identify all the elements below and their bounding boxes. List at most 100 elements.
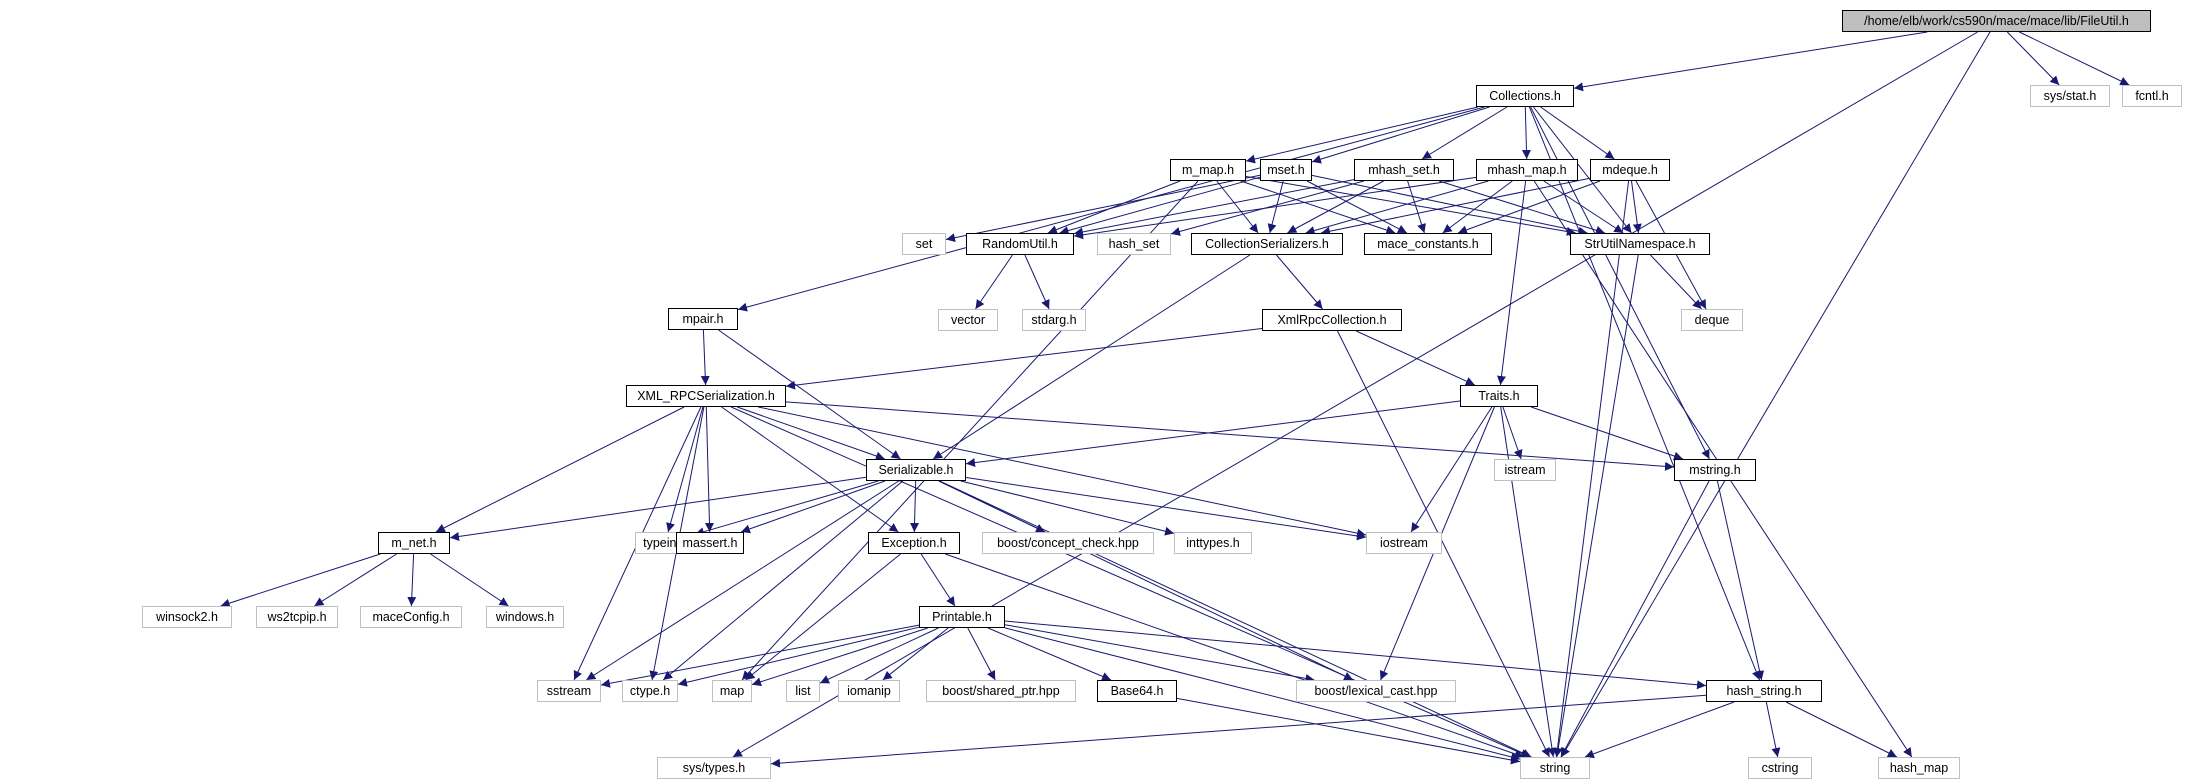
- node-windows: windows.h: [486, 606, 564, 628]
- edge-collections-to-mdeque: [1540, 106, 1615, 160]
- edge-m_map-to-randomutil: [1047, 180, 1181, 234]
- node-base64[interactable]: Base64.h: [1097, 680, 1177, 702]
- edge-hash_string-to-hash_map: [1785, 701, 1898, 758]
- edge-serializable-to-inttypes: [960, 480, 1175, 536]
- node-fcntl: fcntl.h: [2122, 85, 2182, 107]
- edge-mset-to-randomutil: [1059, 176, 1261, 235]
- node-sstream: sstream: [537, 680, 601, 702]
- node-m-net[interactable]: m_net.h: [378, 532, 450, 554]
- edge-m_map-to-mace_const: [1240, 180, 1396, 235]
- edge-printable-to-string: [1004, 627, 1521, 762]
- node-root[interactable]: /home/elb/work/cs590n/mace/mace/lib/File…: [1842, 10, 2151, 32]
- node-xmlrpcser[interactable]: XML_RPCSerialization.h: [626, 385, 786, 407]
- node-cstring: cstring: [1748, 757, 1812, 779]
- edge-xmlrpcser-to-massert: [704, 406, 714, 533]
- node-stdarg: stdarg.h: [1022, 309, 1086, 331]
- edge-xmlrpcser-to-mstring: [785, 401, 1675, 471]
- node-list: list: [786, 680, 820, 702]
- node-deque: deque: [1681, 309, 1743, 331]
- edge-mhash_set-to-collser: [1287, 180, 1384, 234]
- node-mstring[interactable]: mstring.h: [1674, 459, 1756, 481]
- node-m-map[interactable]: m_map.h: [1170, 159, 1246, 181]
- node-hash-string[interactable]: hash_string.h: [1706, 680, 1822, 702]
- edge-collections-to-strutilns: [1533, 106, 1632, 234]
- node-vector: vector: [938, 309, 998, 331]
- node-set: set: [902, 233, 946, 255]
- node-map: map: [712, 680, 752, 702]
- node-collser[interactable]: CollectionSerializers.h: [1191, 233, 1343, 255]
- node-istream: istream: [1494, 459, 1556, 481]
- node-collections[interactable]: Collections.h: [1476, 85, 1574, 107]
- edge-xmlrpcser-to-iostream: [758, 406, 1367, 538]
- edge-m_net-to-maceconfig: [407, 553, 417, 607]
- node-exception[interactable]: Exception.h: [868, 532, 960, 554]
- node-mdeque[interactable]: mdeque.h: [1590, 159, 1670, 181]
- node-ctype: ctype.h: [622, 680, 678, 702]
- node-iomanip: iomanip: [838, 680, 900, 702]
- edge-xmlrpccoll-to-string: [1337, 330, 1550, 758]
- edge-mset-to-mace_const: [1306, 180, 1408, 234]
- edge-serializable-to-exception: [910, 480, 920, 533]
- edge-root-to-sys_types: [732, 31, 1978, 758]
- edge-printable-to-list: [819, 627, 939, 684]
- node-randomutil[interactable]: RandomUtil.h: [966, 233, 1074, 255]
- edge-printable-to-map: [751, 627, 928, 687]
- node-massert[interactable]: massert.h: [676, 532, 744, 554]
- edge-serializable-to-string: [939, 480, 1532, 758]
- edge-mhash_set-to-randomutil: [1073, 179, 1355, 237]
- edge-xmlrpccoll-to-xmlrpcser: [785, 328, 1263, 390]
- node-winsock2: winsock2.h: [142, 606, 232, 628]
- edge-mdeque-to-string: [1553, 180, 1630, 758]
- node-mhash-set[interactable]: mhash_set.h: [1354, 159, 1454, 181]
- node-strutilns[interactable]: StrUtilNamespace.h: [1570, 233, 1710, 255]
- edge-root-to-string: [1561, 31, 1991, 758]
- edge-collections-to-m_map: [1245, 106, 1479, 164]
- edge-serializable-to-m_net: [449, 476, 867, 541]
- node-concept: boost/concept_check.hpp: [982, 532, 1154, 554]
- edge-collser-to-xmlrpccoll: [1276, 254, 1323, 310]
- edge-base64-to-string: [1176, 697, 1521, 765]
- edge-printable-to-lexical: [1004, 624, 1315, 683]
- edge-randomutil-to-stdarg: [1024, 254, 1050, 310]
- edge-serializable-to-iostream: [965, 477, 1367, 541]
- edge-exception-to-string: [945, 553, 1524, 759]
- edge-serializable-to-ctype: [662, 480, 904, 681]
- edge-root-to-fcntl: [2019, 31, 2130, 86]
- edge-printable-to-iomanip: [882, 627, 949, 681]
- node-mpair[interactable]: mpair.h: [668, 308, 738, 330]
- edge-root-to-collections: [1573, 31, 1928, 92]
- edge-m_net-to-windows: [430, 553, 509, 607]
- edge-printable-to-sstream: [600, 624, 920, 688]
- node-mhash-map[interactable]: mhash_map.h: [1476, 159, 1578, 181]
- edge-mdeque-to-strutilns: [1631, 180, 1642, 234]
- edge-mset-to-set: [945, 174, 1261, 243]
- edge-mhash_set-to-mace_const: [1407, 180, 1426, 234]
- node-mace-const[interactable]: mace_constants.h: [1364, 233, 1492, 255]
- edge-mhash_map-to-randomutil: [1073, 176, 1477, 240]
- edge-xmlrpccoll-to-traits: [1355, 330, 1476, 386]
- node-xmlrpccoll[interactable]: XmlRpcCollection.h: [1262, 309, 1402, 331]
- edge-traits-to-mstring: [1530, 406, 1684, 461]
- edge-xmlrpcser-to-m_net: [435, 406, 685, 533]
- node-ws2tcpip: ws2tcpip.h: [256, 606, 338, 628]
- edge-xmlrpcser-to-exception: [721, 406, 899, 533]
- edge-collections-to-mhash_map: [1521, 106, 1531, 160]
- node-traits[interactable]: Traits.h: [1460, 385, 1538, 407]
- edge-collser-to-serializable: [932, 254, 1251, 460]
- edge-hash_string-to-string: [1584, 701, 1735, 759]
- node-printable[interactable]: Printable.h: [919, 606, 1005, 628]
- node-mset[interactable]: mset.h: [1260, 159, 1312, 181]
- edge-xmlrpcser-to-string: [730, 406, 1531, 758]
- node-hash-set: hash_set: [1097, 233, 1171, 255]
- edge-printable-to-shared_ptr: [967, 627, 996, 681]
- node-sys-types: sys/types.h: [657, 757, 771, 779]
- edge-mset-to-strutilns: [1311, 174, 1588, 236]
- edge-mhash_map-to-traits: [1497, 180, 1527, 386]
- edge-mhash_map-to-strutilns: [1543, 180, 1624, 234]
- node-serializable[interactable]: Serializable.h: [866, 459, 966, 481]
- edge-hash_string-to-cstring: [1765, 701, 1781, 758]
- edge-serializable-to-typeinfo: [694, 480, 879, 537]
- edge-strutilns-to-deque: [1650, 254, 1702, 310]
- edge-traits-to-serializable: [965, 400, 1461, 468]
